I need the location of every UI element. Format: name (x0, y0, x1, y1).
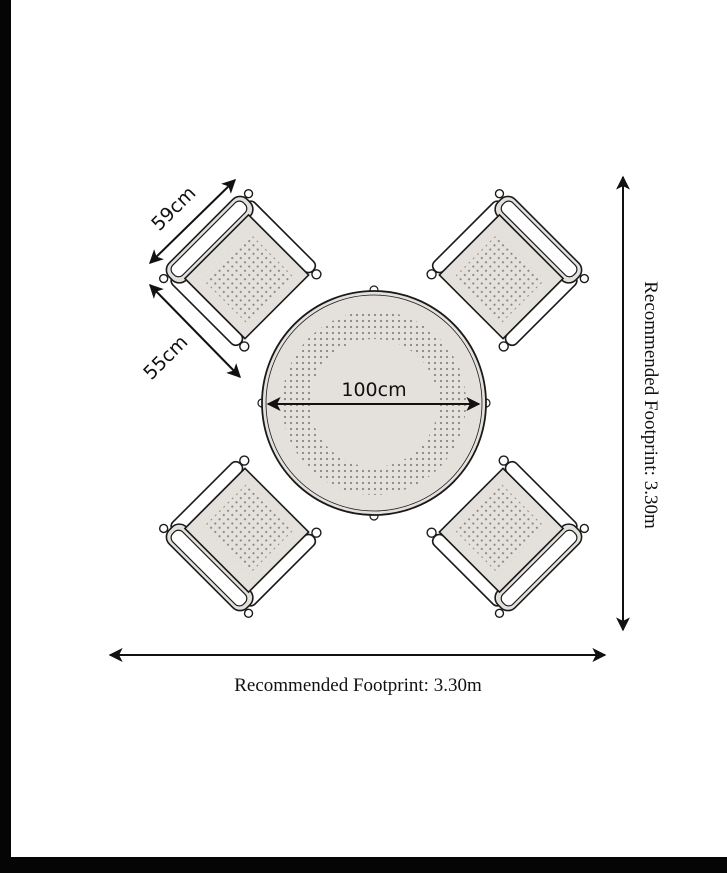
footprint-vertical-label: Recommended Footprint: 3.30m (640, 281, 661, 529)
footprint-horizontal-label: Recommended Footprint: 3.30m (234, 675, 482, 696)
frame-bottom-border (0, 857, 727, 873)
frame-left-border (0, 0, 11, 873)
chair-depth-label: 55cm (139, 331, 192, 384)
chair-width-label: 59cm (147, 182, 200, 235)
chair-depth-arrow (149, 283, 241, 379)
table-diameter-label: 100cm (341, 379, 406, 401)
chair-width-arrow (148, 179, 237, 264)
